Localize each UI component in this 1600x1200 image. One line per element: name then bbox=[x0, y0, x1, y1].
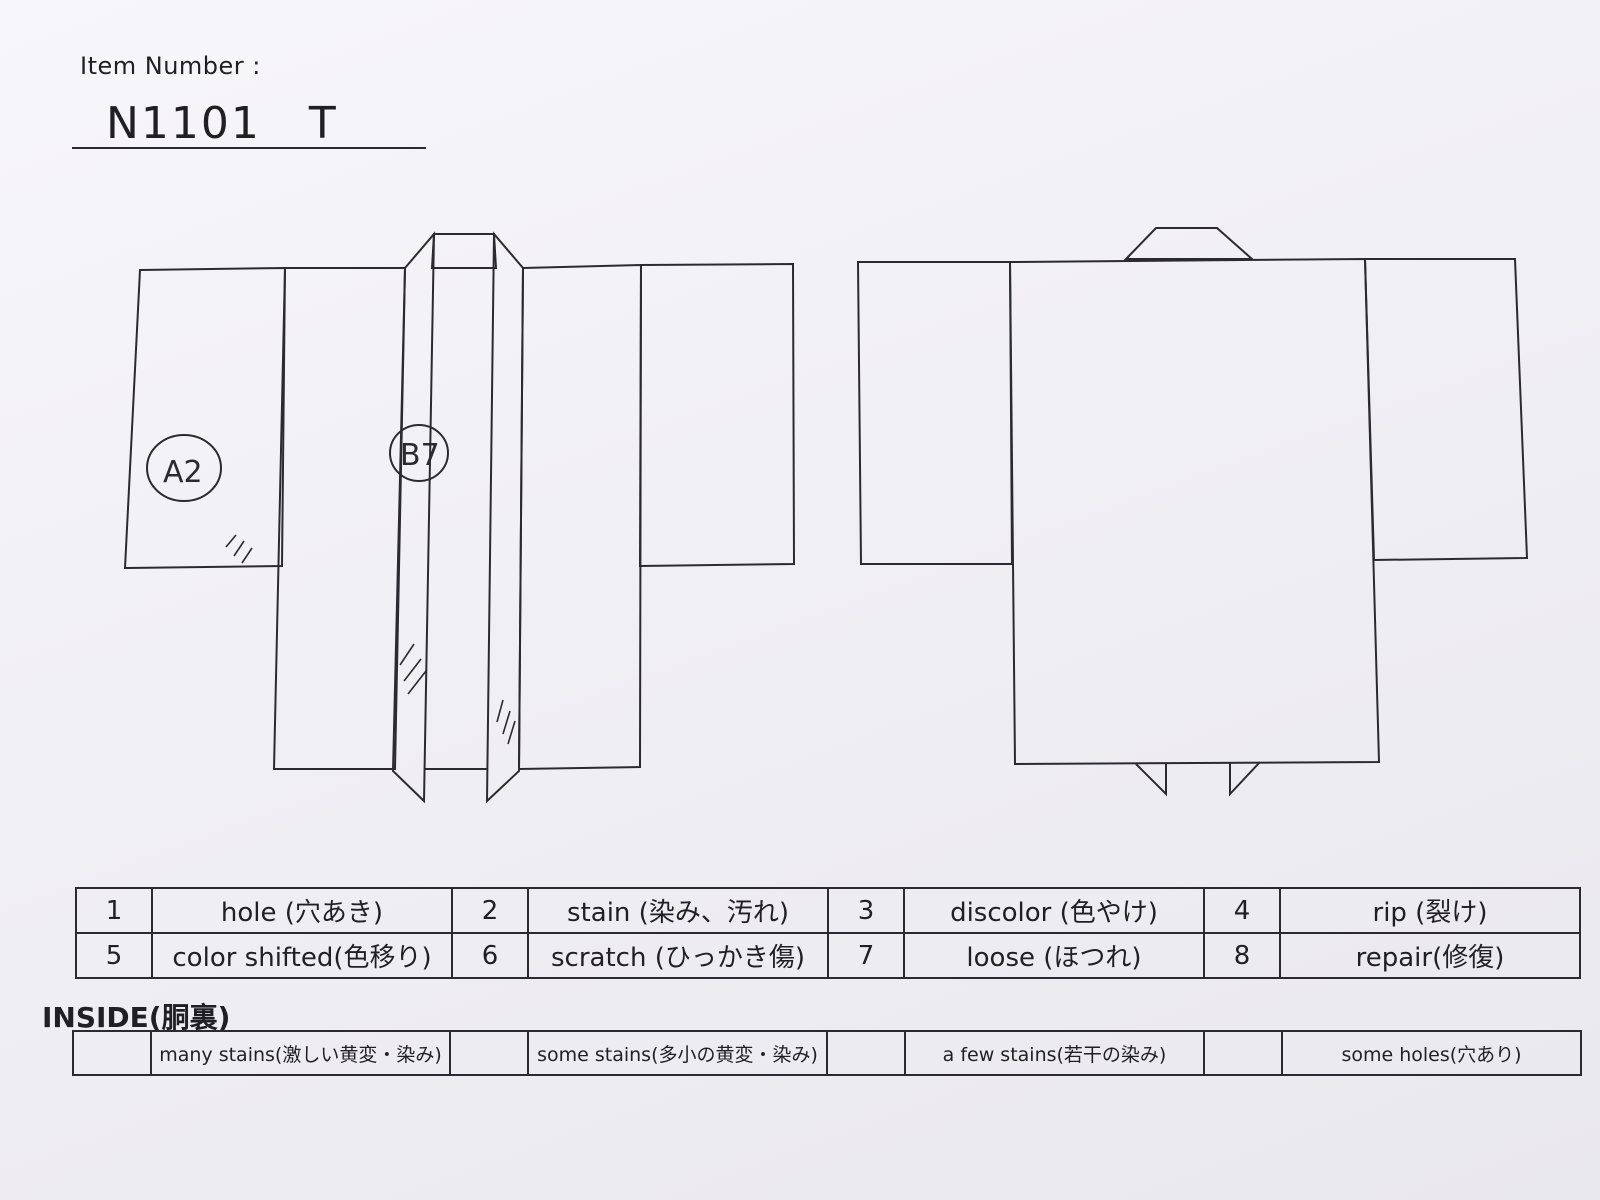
inside-label: many stains(激しい黄変・染み) bbox=[150, 1030, 451, 1076]
front-collar-top bbox=[430, 233, 498, 269]
legend-number: 4 bbox=[1203, 887, 1281, 934]
inside-title: INSIDE(胴裏) bbox=[42, 1001, 231, 1034]
legend-label: loose (ほつれ) bbox=[903, 932, 1205, 979]
front-left-sleeve bbox=[123, 266, 287, 570]
item-number-underline bbox=[72, 147, 426, 149]
legend-number: 3 bbox=[827, 887, 905, 934]
legend-row: 5 color shifted(色移り) 6 scratch (ひっかき傷) 7… bbox=[75, 932, 1581, 979]
item-number-label: Item Number : bbox=[80, 52, 261, 80]
back-right-sleeve bbox=[1363, 258, 1529, 562]
mark-b7-circle bbox=[389, 424, 449, 482]
legend-number: 1 bbox=[75, 887, 153, 934]
damage-legend-table: 1 hole (穴あき) 2 stain (染み、汚れ) 3 discolor … bbox=[75, 887, 1581, 979]
mark-a2-label: A2 bbox=[163, 455, 203, 490]
legend-number: 5 bbox=[75, 932, 153, 979]
back-view bbox=[856, 227, 1529, 797]
back-hem-tab-left bbox=[1135, 763, 1167, 797]
inside-label: some holes(穴あり) bbox=[1281, 1030, 1582, 1076]
inside-checkbox bbox=[72, 1030, 152, 1076]
mark-a2-circle bbox=[146, 434, 222, 502]
inside-checkbox bbox=[1203, 1030, 1283, 1076]
back-left-sleeve bbox=[856, 261, 1014, 565]
inside-row: many stains(激しい黄変・染み) some stains(多小の黄変・… bbox=[72, 1030, 1582, 1076]
legend-label: rip (裂け) bbox=[1279, 887, 1581, 934]
front-right-collar bbox=[485, 231, 525, 804]
front-left-body-panel bbox=[272, 267, 407, 770]
hatch-marks bbox=[225, 534, 516, 745]
front-right-body-panel bbox=[517, 263, 643, 771]
legend-row: 1 hole (穴あき) 2 stain (染み、汚れ) 3 discolor … bbox=[75, 887, 1581, 934]
legend-number: 7 bbox=[827, 932, 905, 979]
inside-checkbox bbox=[826, 1030, 906, 1076]
legend-label: discolor (色やけ) bbox=[903, 887, 1205, 934]
inside-label: a few stains(若干の染み) bbox=[904, 1030, 1205, 1076]
legend-label: hole (穴あき) bbox=[151, 887, 453, 934]
mark-b7-label: B7 bbox=[400, 438, 440, 473]
legend-number: 6 bbox=[451, 932, 529, 979]
legend-number: 2 bbox=[451, 887, 529, 934]
back-body bbox=[1008, 257, 1381, 766]
item-number-value: N1101 T bbox=[106, 98, 338, 149]
legend-label: repair(修復) bbox=[1279, 932, 1581, 979]
legend-label: color shifted(色移り) bbox=[151, 932, 453, 979]
inside-checkbox bbox=[449, 1030, 529, 1076]
front-left-collar bbox=[391, 231, 436, 804]
back-collar bbox=[1123, 227, 1255, 260]
front-view bbox=[123, 231, 796, 804]
legend-label: scratch (ひっかき傷) bbox=[527, 932, 829, 979]
legend-number: 8 bbox=[1203, 932, 1281, 979]
legend-label: stain (染み、汚れ) bbox=[527, 887, 829, 934]
inside-lining-table: many stains(激しい黄変・染み) some stains(多小の黄変・… bbox=[72, 1030, 1582, 1076]
inside-label: some stains(多小の黄変・染み) bbox=[527, 1030, 828, 1076]
back-hem-tab-right bbox=[1229, 761, 1261, 797]
front-right-sleeve bbox=[638, 262, 796, 568]
